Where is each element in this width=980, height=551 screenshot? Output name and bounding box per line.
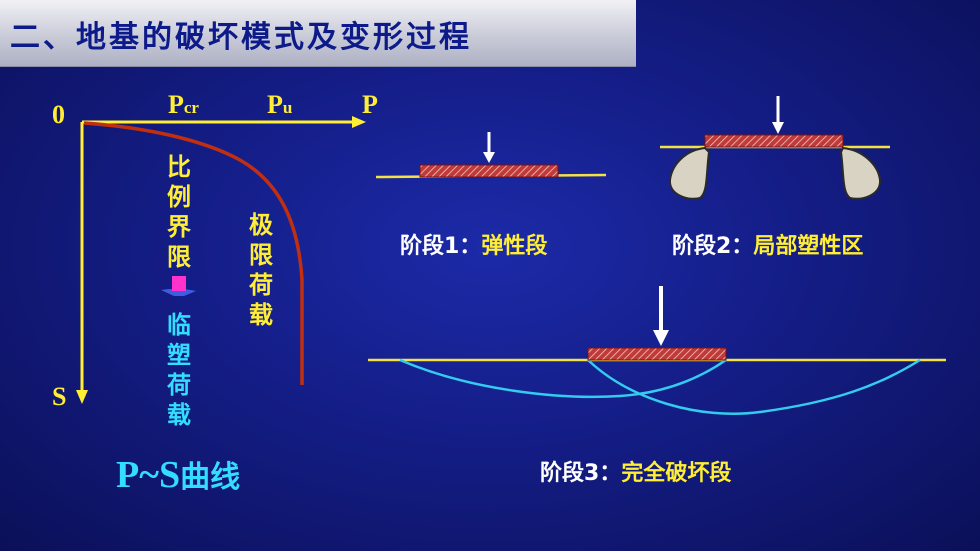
stage3-slip-line-right bbox=[587, 358, 921, 415]
ps-curve bbox=[83, 121, 304, 385]
pu-sub: u bbox=[282, 98, 293, 117]
stage3-label: 阶段3：完全破坏段 bbox=[540, 461, 732, 486]
stage3-load-arrow-head bbox=[653, 330, 669, 346]
ps-curve-caption: P~S曲线 bbox=[116, 452, 240, 497]
stage1-load-arrow-head bbox=[483, 152, 495, 163]
stage1-label: 阶段1：弹性段 bbox=[400, 234, 548, 259]
origin-label: 0 bbox=[52, 100, 65, 129]
s-axis-label: S bbox=[52, 382, 67, 411]
stage2-plastic-zone-right bbox=[839, 146, 882, 200]
limit-marker-base bbox=[161, 288, 196, 296]
limit-marker bbox=[172, 276, 186, 291]
s-axis-arrow bbox=[76, 390, 88, 404]
pcr-sub: cr bbox=[183, 98, 199, 117]
page-title: 二、地基的破坏模式及变形过程 bbox=[10, 20, 472, 55]
p-axis-label: P bbox=[362, 90, 378, 119]
pu-label: Pu bbox=[267, 90, 292, 120]
stage2-plastic-zone-left bbox=[668, 146, 711, 200]
stage2-footing bbox=[704, 134, 844, 148]
p-axis-arrow bbox=[352, 116, 366, 128]
stage3-footing bbox=[587, 347, 727, 361]
pcr-label: Pcr bbox=[168, 90, 199, 120]
stage3-slip-line-left bbox=[399, 358, 727, 399]
ultimate-load-label: 极 限 荷 载 bbox=[249, 211, 273, 329]
title-bar bbox=[0, 0, 636, 67]
critical-load-label: 临 塑 荷 载 bbox=[167, 311, 191, 429]
stage1-footing bbox=[419, 164, 559, 178]
proportional-limit-label: 比 例 界 限 bbox=[167, 153, 191, 271]
stage2-load-arrow-head bbox=[772, 122, 784, 134]
pcr-main: P bbox=[168, 90, 184, 119]
pu-main: P bbox=[267, 90, 283, 119]
caption-suffix: 曲线 bbox=[180, 460, 241, 495]
caption-prefix: P~S bbox=[116, 454, 181, 496]
stage2-label: 阶段2：局部塑性区 bbox=[672, 234, 864, 259]
